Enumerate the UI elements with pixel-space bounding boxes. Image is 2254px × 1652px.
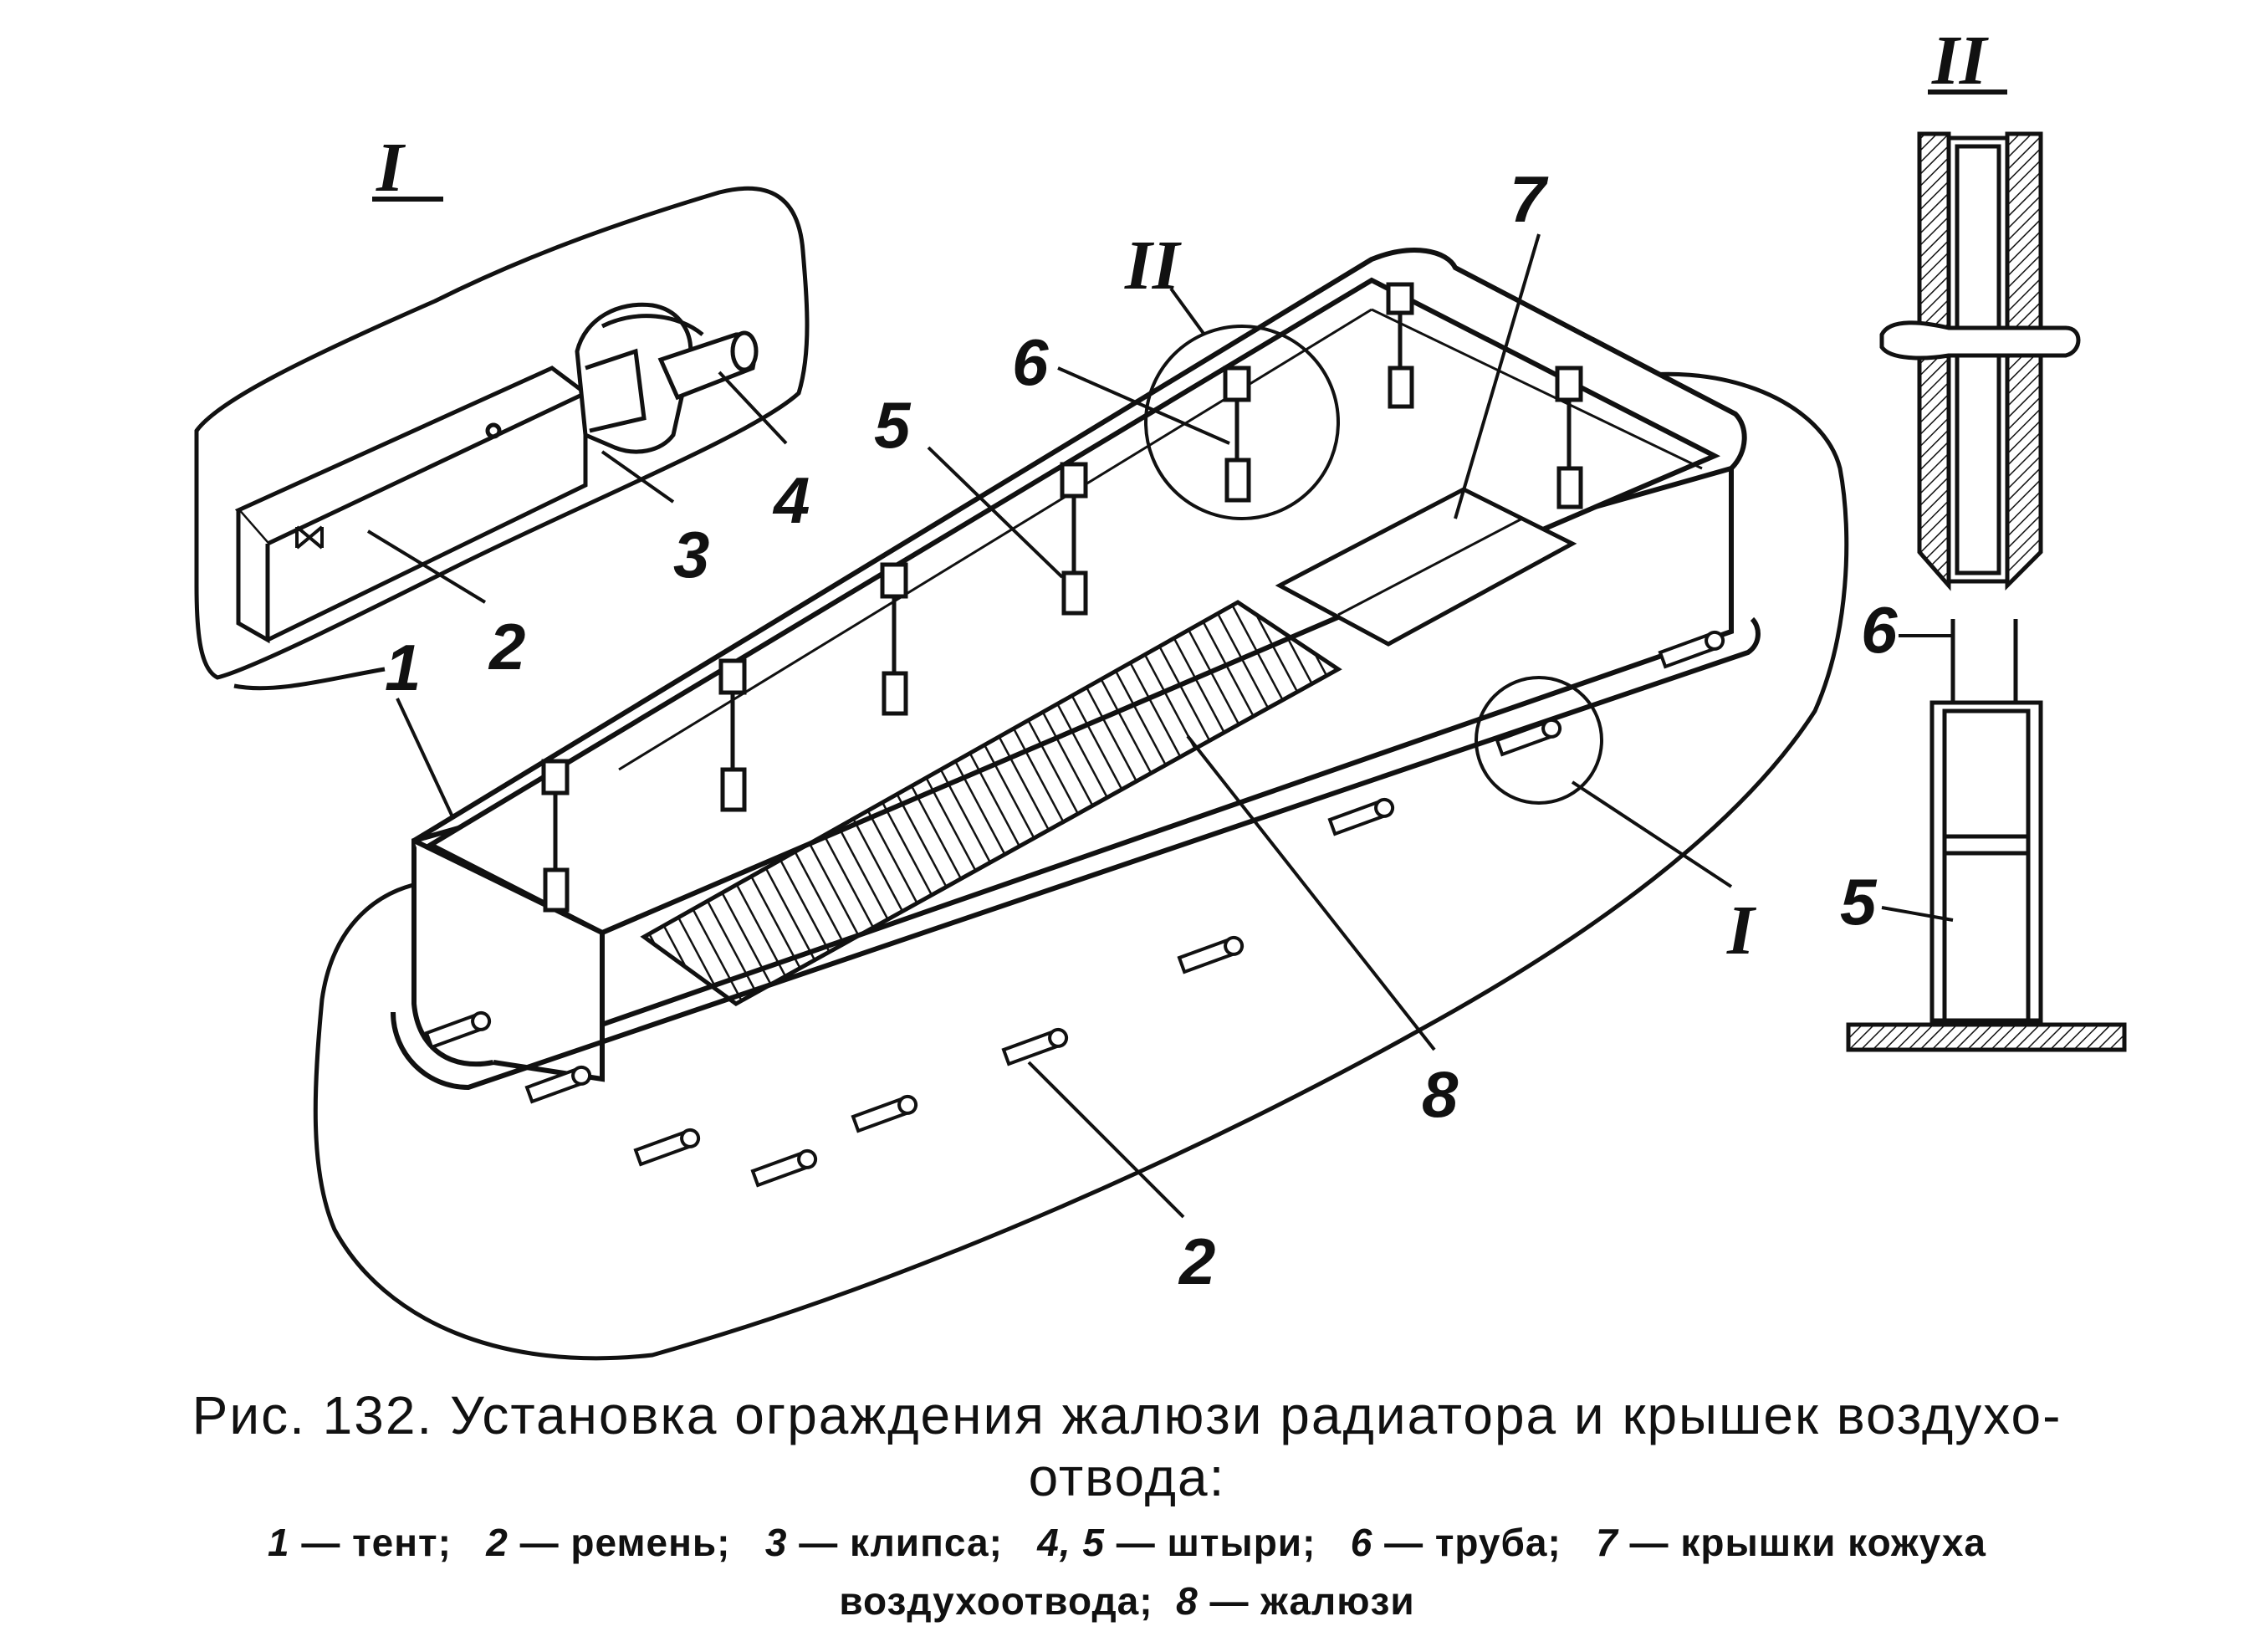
pin-assembly [718,658,747,812]
detail-I-circle [1475,676,1603,805]
pins-5-and-tubes-6 [541,282,1583,913]
detail-I-tent-fragment [194,186,810,691]
legend-item: 7 — крышки кожуха [1596,1521,1986,1564]
clip-3 [575,302,704,454]
caption-legend-line1: 1 — тент; 2 — ремень; 3 — клипса; 4, 5 —… [50,1518,2204,1567]
pin-assembly [880,562,908,716]
detail-II-section [1846,131,2127,1052]
callout-8-louver: 8 [1422,1057,1459,1131]
louver-8 [640,600,1342,1006]
callout-6-tube: 6 [1012,325,1049,399]
air-duct-covers-7 [1275,487,1577,647]
pin-assembly [1060,462,1088,616]
caption-legend-line2: воздухоотвода; 8 — жалюзи [50,1577,2204,1625]
front-wall-clips [424,630,1725,1188]
detail-II-label: II [1931,22,1990,100]
legend-item: 1 — тент; [268,1521,452,1564]
detail-I-label: I [376,129,406,207]
hull-surface-outline [313,371,1849,1361]
caption-title-line2: отвода: [1028,1447,1226,1507]
figure-caption: Рис. 132. Установка ограждения жалюзи ра… [50,1384,2204,1625]
pin-assembly [1386,282,1414,409]
callout-2-strap-bottom: 2 [1178,1225,1215,1298]
legend-item: 3 — клипса; [764,1521,1003,1564]
pin-assembly [1223,366,1251,503]
section-callout-5: 5 [1840,865,1878,939]
legend-item: 4, 5 — штыри; [1037,1521,1316,1564]
callout-4-pin: 4 [772,463,810,537]
caption-title-line1: Рис. 132. Установка ограждения жалюзи ра… [192,1385,2062,1445]
pin-4 [657,330,759,401]
legend-item: 6 — труба; [1350,1521,1561,1564]
pin-assembly [541,759,570,913]
legend-item: 2 — ремень; [486,1521,731,1564]
legend-item: 8 — жалюзи [1176,1579,1415,1623]
strap-2-on-lid [234,366,590,644]
callout-3-clip: 3 [673,518,709,591]
callout-1-tent: 1 [385,631,421,704]
pin-assembly [1555,366,1583,509]
detail-II-circle [1144,325,1340,520]
section-callout-6: 6 [1861,593,1898,667]
technical-drawing: I 2 3 4 1 [194,22,2127,1361]
callout-5-pin: 5 [874,388,912,462]
legend-item: воздухоотвода; [839,1579,1153,1623]
callout-I-ref: I [1726,892,1757,969]
callout-2-strap: 2 [488,610,525,683]
callout-7-covers: 7 [1510,162,1549,236]
